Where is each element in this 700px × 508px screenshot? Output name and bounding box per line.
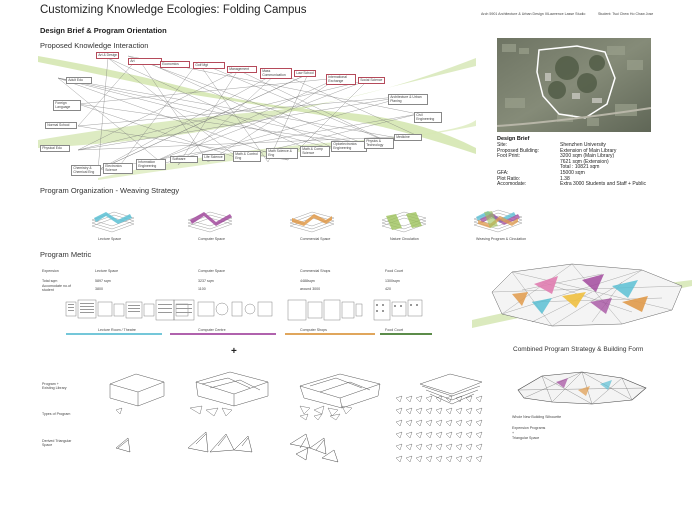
form-derivation-row3 — [110, 420, 410, 464]
weave-nature — [378, 204, 430, 234]
metric-sqm: 3237 sqm — [198, 279, 214, 283]
org-label-commercial: Commercial Space — [300, 237, 331, 241]
org-label-computer: Computer Space — [198, 237, 225, 241]
node-physical-edu: Physical Edu — [40, 145, 71, 153]
brief-row: Plot Ratio:1.38 — [497, 175, 570, 182]
brief-heading: Design Brief — [497, 136, 530, 142]
brief-row: Proposed Building:Extension of Main Libr… — [497, 147, 617, 154]
node-life-science: Life Science — [202, 154, 225, 162]
page-title: Customizing Knowledge Ecologies: Folding… — [40, 4, 307, 16]
node-info-eng: Information Engineering — [136, 159, 167, 171]
node-optoelectronics: Optoelectronics Engineering — [331, 141, 368, 153]
bar-label-lecture: Lecture Room / Theatre — [98, 328, 136, 332]
course-label: Arch 5901 Architecture & Urban Design II… — [481, 12, 548, 16]
form-right-silhouette: Whole New Building Silhouette — [512, 415, 562, 419]
form-pattern-grid — [392, 392, 496, 474]
section-brief-title: Design Brief & Program Orientation — [40, 26, 167, 35]
node-social-science: Social Science — [358, 77, 385, 85]
form-right-triangular: Triangular Space — [512, 436, 540, 440]
node-golf-mgt: Golf Mgt — [193, 62, 226, 70]
metric-row-label: Total sqm — [42, 279, 58, 283]
metric-sqm: 1300sqm — [385, 279, 400, 283]
brief-row: Site:Shenzhen University — [497, 142, 606, 148]
node-electronics: Electronics Science — [103, 163, 134, 175]
node-intl-exchange: International Exchange — [326, 74, 357, 86]
node-normal-school: Normal School — [45, 122, 78, 130]
weave-commercial — [286, 204, 338, 234]
metric-row-label: Accomodate no.of student — [42, 284, 71, 293]
node-math-control: Math & Control Eng — [233, 151, 262, 163]
node-architecture: Architecture & Urban Planing — [388, 94, 429, 106]
metric-sqm: 5897 sqm — [95, 279, 111, 283]
metric-col-food: Food Court — [385, 269, 403, 273]
brief-row: GFA:15000 sqm — [497, 169, 585, 176]
bar-lecture — [66, 333, 162, 335]
bar-label-commercial: Computer Shops — [300, 328, 327, 332]
node-management: Management — [227, 66, 258, 74]
form-label-program: Program + Existing Library — [42, 382, 67, 391]
node-adult-edu: Adult Edu — [66, 77, 93, 85]
bar-food — [380, 333, 432, 335]
metric-students: 1100 — [198, 287, 206, 291]
form-label-derived: Derived Triangular Space — [42, 439, 72, 448]
form-right-plus: + — [512, 431, 515, 435]
bar-label-food: Food Court — [385, 328, 403, 332]
node-art: Art — [128, 58, 163, 66]
student-label: Student: Tsui Chew Ho Chaw Jose — [598, 12, 654, 16]
org-label-lecture: Lecture Space — [98, 237, 122, 241]
metric-col-commercial: Commercial Shops — [300, 269, 331, 273]
node-law-school: Law School — [294, 70, 316, 78]
node-physics: Physics & Technology — [364, 138, 395, 150]
site-aerial-photo — [497, 38, 651, 132]
node-software: Software — [170, 156, 199, 164]
studio-label: Lawrence Lasse Studio — [548, 12, 586, 16]
form-derivation-row2 — [110, 402, 410, 422]
metric-students: 420 — [385, 287, 391, 291]
plus-sign: + — [231, 346, 237, 357]
node-math-comp: Math & Comp Science — [300, 146, 331, 158]
metric-col-lecture: Lecture Space — [95, 269, 119, 273]
node-medicine: Medicine — [394, 134, 423, 142]
combined-caption: Combined Program Strategy & Building For… — [513, 346, 644, 353]
final-silhouette — [512, 368, 652, 408]
weave-combined — [470, 202, 526, 234]
node-math-science: Math Science & Eng — [266, 148, 299, 160]
form-label-types: Types of Program — [42, 412, 71, 416]
section-org-title: Program Organization - Weaving Strategy — [40, 186, 180, 195]
org-label-weaving: Weaving Program & Circulation — [476, 237, 527, 241]
node-economics: Economics — [160, 61, 191, 69]
weave-lecture — [88, 204, 138, 234]
bar-label-computer: Computer Centre — [198, 328, 226, 332]
org-label-nature: Nature Circulation — [390, 237, 419, 241]
metric-col-computer: Computer Space — [198, 269, 225, 273]
combined-building-form — [472, 262, 692, 346]
node-mass-comm: Mass Communication — [260, 68, 293, 80]
bar-commercial — [285, 333, 375, 335]
section-metric-title: Program Metric — [40, 250, 92, 259]
brief-row: 7621 sqm (Extension) — [560, 158, 609, 165]
program-plan-icons — [62, 296, 442, 328]
metric-students: around 3000 — [300, 287, 321, 291]
node-chemistry: Chemistry & Chemical Eng — [71, 165, 102, 177]
node-art-design: Art & Design — [96, 52, 120, 60]
section-interaction-title: Proposed Knowledge Interaction — [40, 41, 149, 50]
brief-row: Foot Print:3200 sqm (Main Library) — [497, 153, 615, 160]
form-right-programs: Expension Programs — [512, 426, 546, 430]
bar-computer — [170, 333, 276, 335]
brief-row: Accomodate:Extra 3000 Students and Staff… — [497, 181, 646, 188]
brief-row: Total : 10821 sqm — [560, 164, 600, 171]
metric-row-label: Expension — [42, 269, 59, 273]
metric-sqm: 4488sqm — [300, 279, 315, 283]
form-derivation-row1 — [100, 368, 500, 412]
metric-students: 3800 — [95, 287, 103, 291]
weave-computer — [184, 204, 236, 234]
node-civil-eng: Civil Engineering — [414, 112, 443, 124]
node-foreign-lang: Foreign Language — [53, 100, 82, 112]
design-brief: Design Brief Site:Shenzhen University Pr… — [497, 136, 692, 188]
